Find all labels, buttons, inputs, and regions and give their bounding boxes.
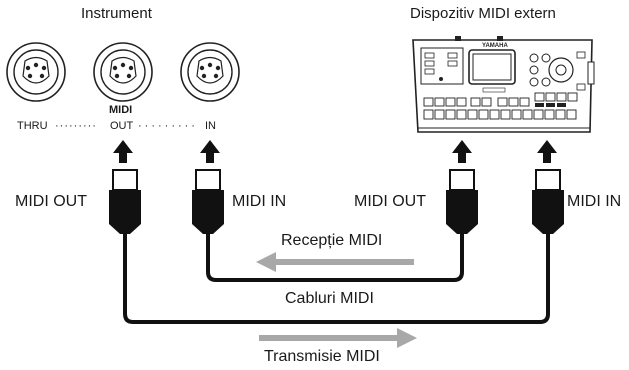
midi-in-connector-icon [180, 42, 240, 102]
instrument-title: Instrument [81, 5, 152, 22]
port-label-in: IN [205, 120, 216, 132]
device-brand-text: YAMAHA [482, 43, 508, 49]
instrument-midi-in-label: MIDI IN [232, 193, 287, 210]
port-label-out: OUT [110, 120, 134, 132]
midi-plug-icon-instrument-out [109, 169, 141, 234]
midi-plug-icon-device-out [446, 169, 478, 234]
midi-plug-icon-device-in [532, 169, 564, 234]
midi-port-group-label: MIDI [109, 104, 133, 116]
external-midi-device-icon [412, 36, 595, 133]
external-device-title: Dispozitiv MIDI extern [410, 5, 556, 22]
arrow-up-icon-device-out [452, 140, 472, 163]
receive-flow-arrow-icon [256, 252, 414, 272]
arrow-up-icon-device-in [537, 140, 557, 163]
transmit-cable-line [123, 230, 550, 324]
receive-cable-line [206, 230, 464, 282]
transmit-flow-arrow-icon [259, 328, 417, 348]
midi-thru-connector-icon [6, 42, 66, 102]
device-midi-in-label: MIDI IN [567, 193, 622, 210]
port-label-thru: THRU [17, 120, 48, 132]
port-dots-left: ········· [55, 120, 97, 132]
midi-plug-icon-instrument-in [192, 169, 224, 234]
device-midi-out-label: MIDI OUT [354, 193, 426, 210]
port-dots-right: ········· [138, 120, 198, 132]
arrow-up-icon-instrument-in [200, 140, 220, 163]
receive-flow-label: Recepție MIDI [281, 232, 383, 249]
transmit-flow-label: Transmisie MIDI [264, 348, 380, 365]
instrument-midi-out-label: MIDI OUT [15, 193, 87, 210]
cables-caption: Cabluri MIDI [285, 290, 374, 307]
arrow-up-icon-instrument-out [113, 140, 133, 163]
midi-out-connector-icon [93, 42, 153, 102]
